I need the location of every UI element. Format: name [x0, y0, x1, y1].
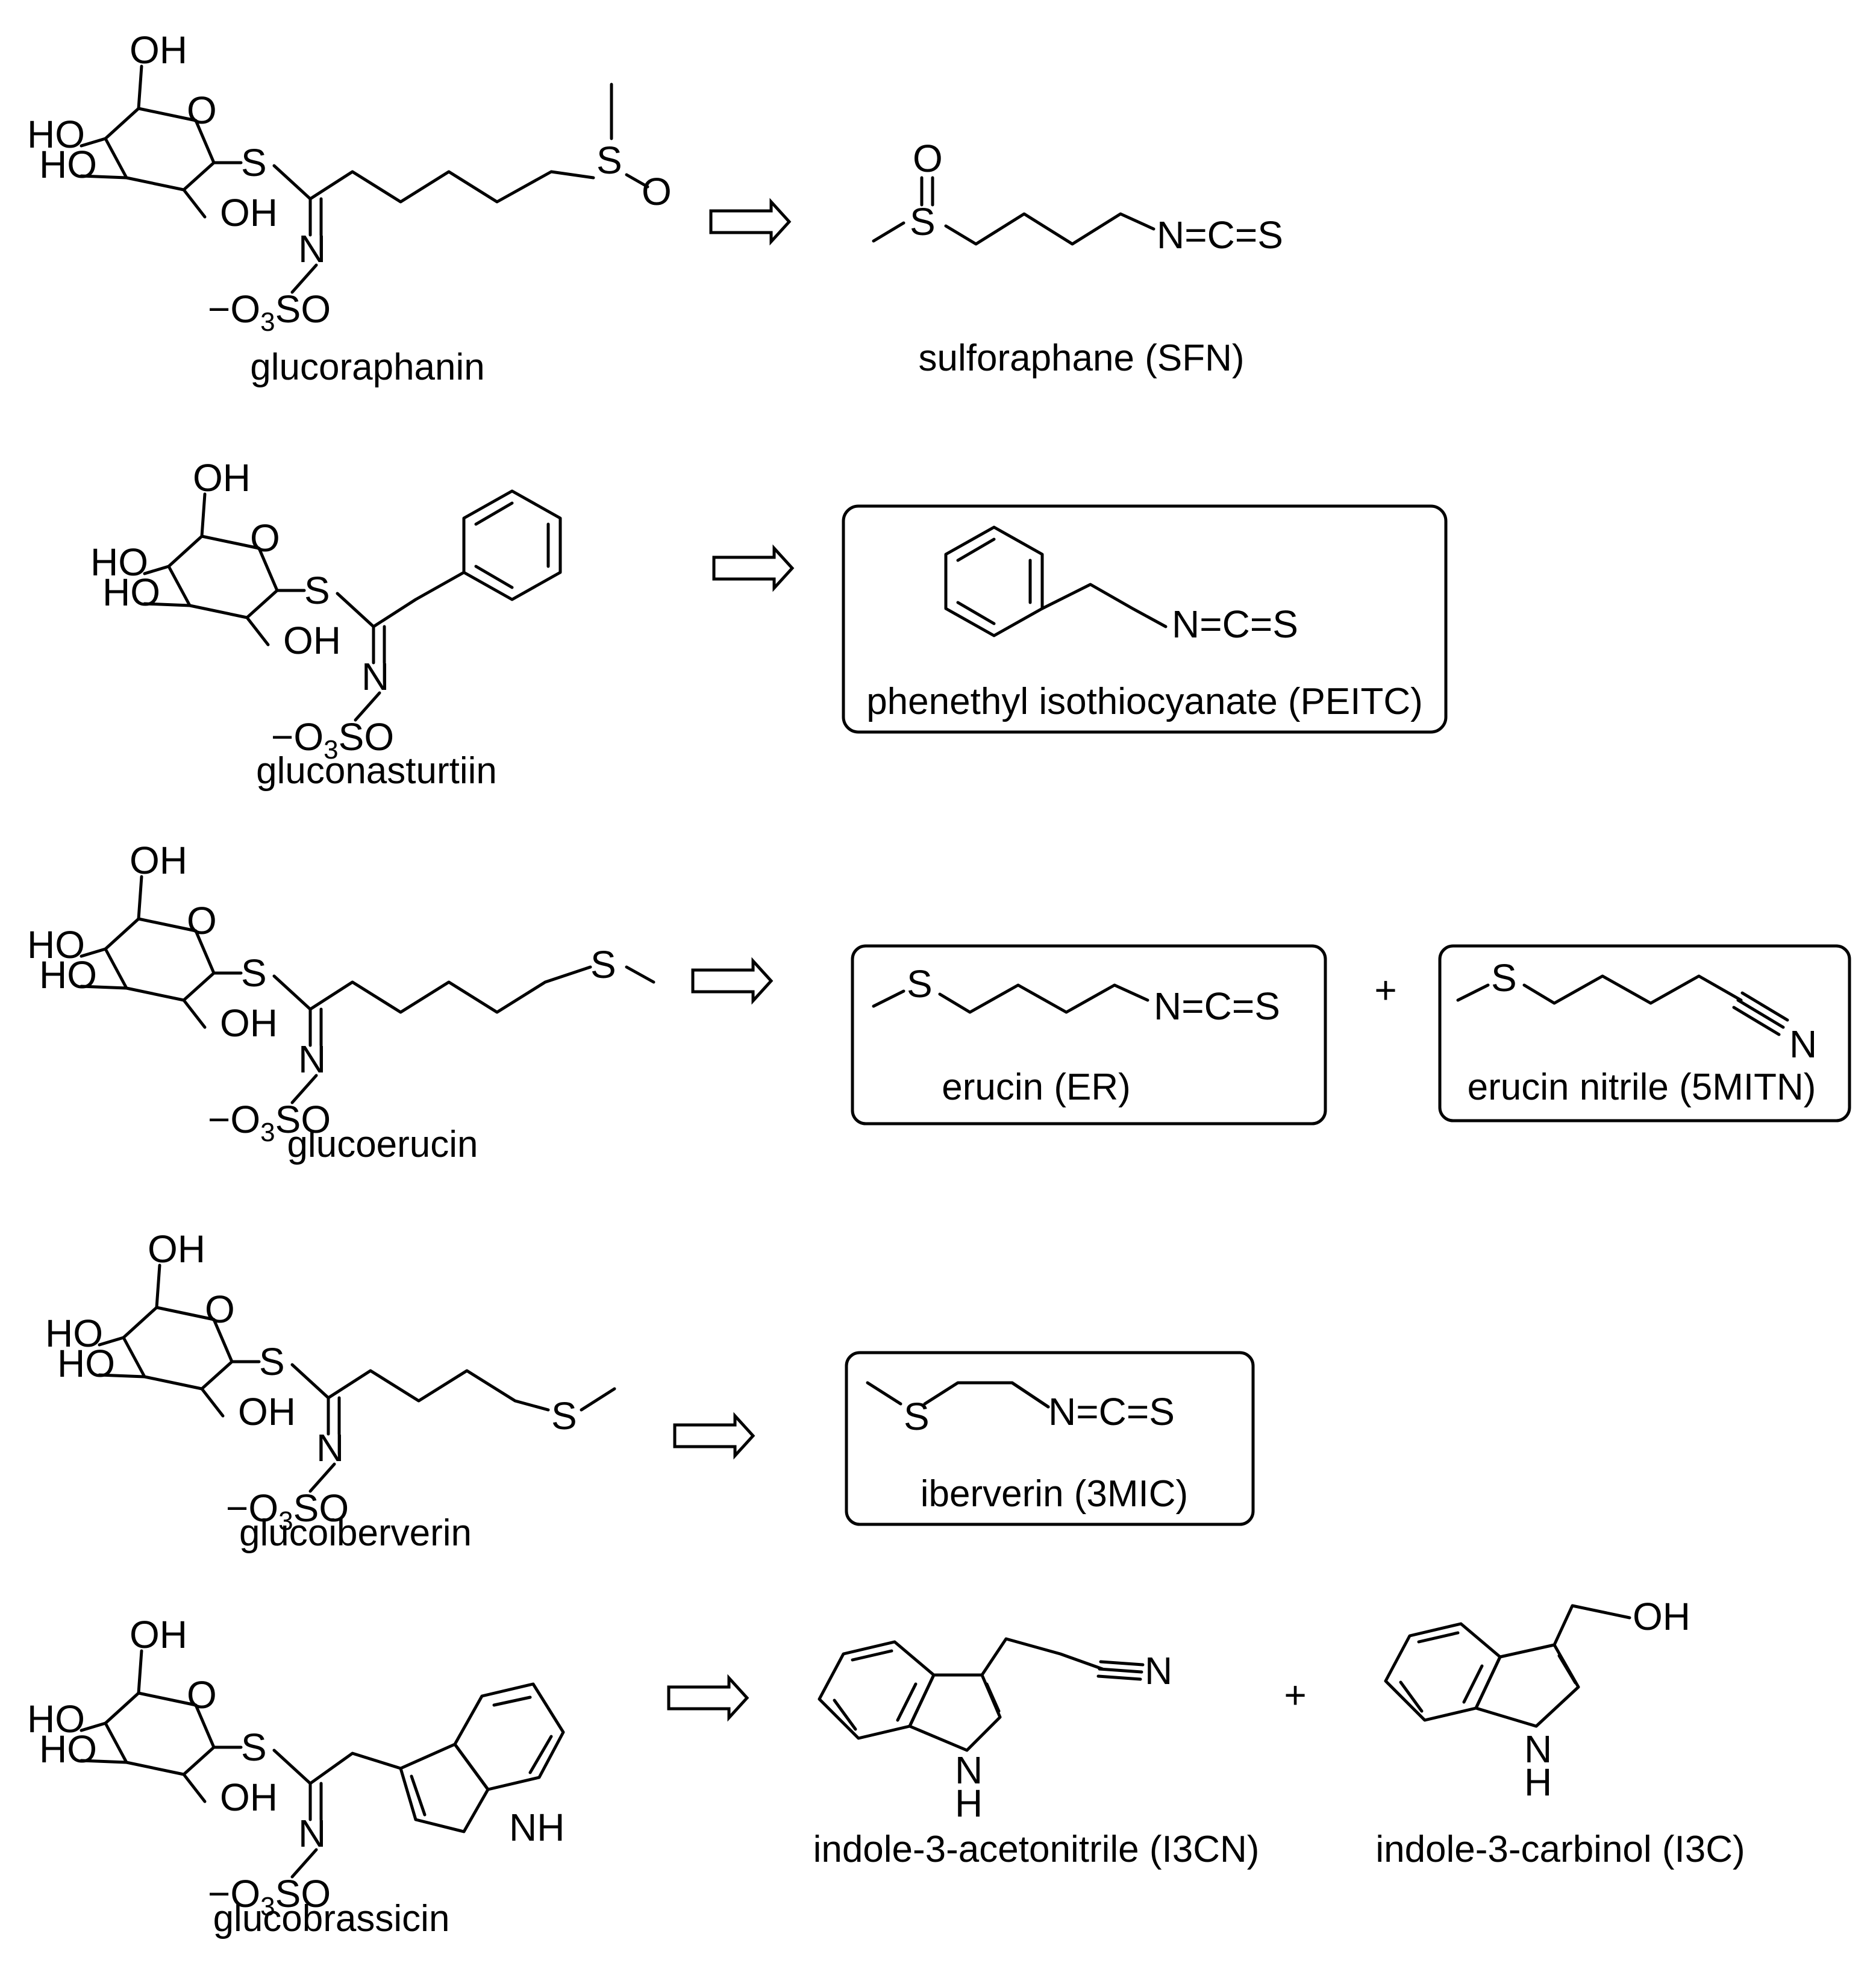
atom-oh: OH: [130, 839, 187, 882]
reaction-arrow: [709, 198, 792, 246]
atom-ho: HO: [102, 571, 160, 614]
label-glucobrassicin: glucobrassicin: [213, 1898, 450, 1939]
atom-oh: OH: [130, 28, 187, 72]
atom-oh: OH: [130, 1613, 187, 1656]
glucobrassicin-structure: OH HO HO O OH S N NH −O3SO: [27, 1613, 565, 1921]
label-erucin: erucin (ER): [942, 1066, 1131, 1108]
atom-n: N: [1789, 1022, 1817, 1066]
isothiocyanate-group: N=C=S: [1154, 985, 1280, 1028]
atom-o: O: [205, 1288, 235, 1331]
label-erucin-nitrile: erucin nitrile (5MITN): [1468, 1066, 1816, 1108]
glucoiberverin-structure: OH HO HO O OH S N S −O3SO: [45, 1227, 616, 1536]
glucoerucin-structure: OH HO HO O OH S N S −O3SO: [27, 839, 655, 1147]
atom-s: S: [241, 951, 267, 995]
label-i3cn: indole-3-acetonitrile (I3CN): [813, 1829, 1260, 1870]
atom-ho: HO: [39, 953, 97, 997]
atom-oh: OH: [220, 1001, 278, 1045]
atom-o: O: [187, 89, 217, 132]
sulfate-group: −O3SO: [208, 1872, 331, 1921]
atom-n: N: [316, 1426, 344, 1470]
atom-ho: HO: [27, 113, 85, 156]
sulfate-group: −O3SO: [208, 287, 331, 337]
isothiocyanate-group: N=C=S: [1172, 603, 1298, 646]
product-box: [842, 504, 1448, 734]
i3c-structure: OH N H: [1384, 1595, 1690, 1804]
reaction-arrow: [673, 1412, 755, 1460]
label-sulforaphane: sulforaphane (SFN): [918, 337, 1244, 379]
atom-ho: HO: [90, 540, 148, 584]
label-i3c: indole-3-carbinol (I3C): [1375, 1829, 1745, 1870]
atom-s: S: [907, 962, 933, 1006]
glucoraphanin-structure: OH HO HO O OH S N S O −O3SO: [27, 28, 672, 337]
peitc-structure: N=C=S: [944, 525, 1298, 646]
plus-sign: +: [1374, 968, 1396, 1012]
gluconasturtiin-structure: OH HO HO O OH S N −O3SO: [90, 456, 562, 765]
atom-oh: OH: [220, 191, 278, 234]
reaction-arrow: [712, 544, 795, 592]
label-iberverin: iberverin (3MIC): [921, 1473, 1188, 1515]
label-glucoerucin: glucoerucin: [287, 1124, 478, 1165]
atom-ho: HO: [39, 1727, 97, 1771]
atom-ho: HO: [45, 1312, 103, 1355]
atom-oh: OH: [193, 456, 251, 499]
label-glucoraphanin: glucoraphanin: [250, 346, 485, 388]
erucin-structure: S N=C=S: [872, 962, 1280, 1028]
atom-o: O: [642, 170, 672, 213]
atom-nh: NH: [509, 1806, 564, 1849]
atom-oh: OH: [283, 619, 341, 662]
product-box: [845, 1351, 1255, 1526]
label-peitc: phenethyl isothiocyanate (PEITC): [866, 681, 1423, 722]
sulfate-group: −O3SO: [208, 1098, 331, 1147]
atom-s: S: [304, 569, 330, 612]
product-box: [851, 944, 1327, 1125]
atom-s: S: [551, 1394, 577, 1438]
atom-s: S: [1491, 956, 1517, 1000]
atom-s: S: [904, 1395, 930, 1438]
sulfate-group: −O3SO: [226, 1486, 349, 1536]
atom-s: S: [241, 141, 267, 184]
i3cn-structure: N N H: [818, 1637, 1172, 1825]
atom-ho: HO: [27, 1697, 85, 1741]
atom-n: N: [298, 1038, 326, 1081]
isothiocyanate-group: N=C=S: [1157, 213, 1283, 257]
iberverin-structure: S N=C=S: [866, 1381, 1175, 1438]
atom-s: S: [259, 1340, 285, 1383]
atom-oh: OH: [148, 1227, 205, 1271]
sulfate-group: −O3SO: [271, 715, 394, 765]
atom-o: O: [187, 1673, 217, 1717]
product-box: [1438, 944, 1851, 1122]
atom-n: N: [955, 1748, 983, 1792]
atom-s: S: [590, 943, 616, 986]
atom-n: N: [1145, 1649, 1172, 1692]
atom-n: N: [1524, 1727, 1552, 1771]
atom-o: O: [250, 516, 280, 560]
atom-h: H: [955, 1782, 983, 1825]
atom-n: N: [361, 655, 389, 698]
erucin-nitrile-structure: S N: [1456, 956, 1817, 1066]
label-gluconasturtiin: gluconasturtiin: [256, 750, 497, 792]
sulforaphane-structure: O S N=C=S: [872, 137, 1283, 257]
atom-s: S: [241, 1726, 267, 1769]
isothiocyanate-group: N=C=S: [1048, 1390, 1175, 1433]
atom-h: H: [1524, 1761, 1552, 1804]
atom-n: N: [298, 1812, 326, 1855]
atom-o: O: [187, 899, 217, 942]
reaction-arrow: [667, 1674, 749, 1722]
atom-o: O: [913, 137, 943, 180]
atom-ho: HO: [39, 143, 97, 186]
atom-ho: HO: [57, 1342, 115, 1385]
atom-ho: HO: [27, 923, 85, 966]
atom-n: N: [298, 227, 326, 271]
atom-s: S: [910, 200, 936, 243]
reaction-arrow: [691, 957, 774, 1005]
atom-oh: OH: [1633, 1595, 1690, 1638]
plus-sign: +: [1284, 1673, 1306, 1717]
label-glucoiberverin: glucoiberverin: [239, 1512, 472, 1554]
atom-oh: OH: [220, 1776, 278, 1819]
atom-s: S: [596, 139, 622, 182]
atom-oh: OH: [238, 1390, 296, 1433]
